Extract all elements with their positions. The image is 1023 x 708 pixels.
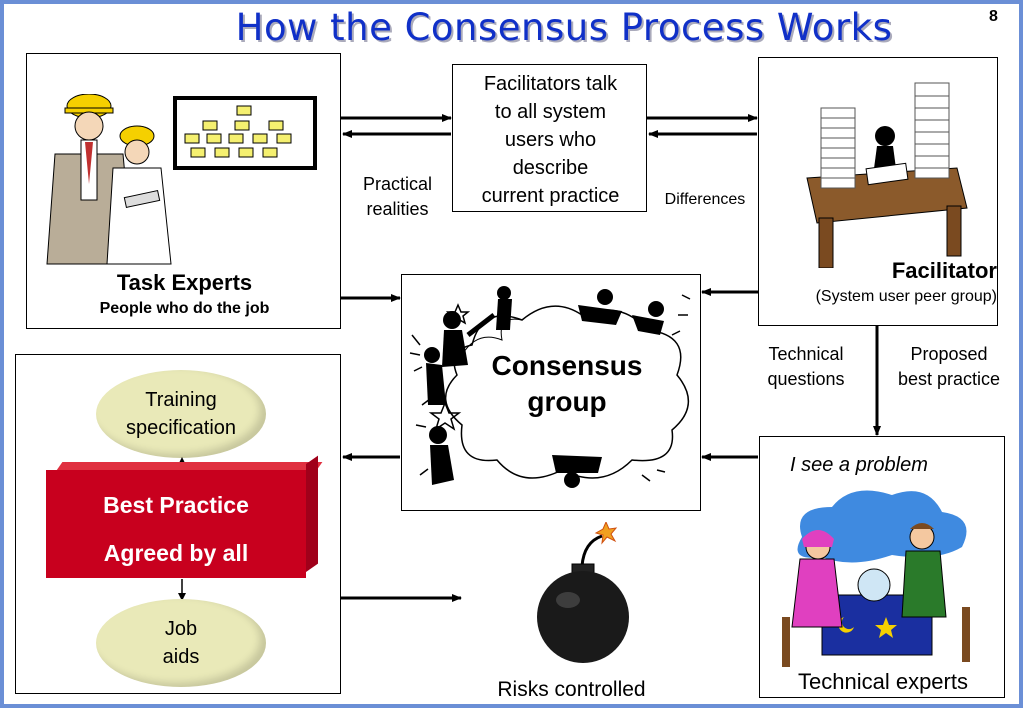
job-aids-line-1: Job	[164, 618, 198, 640]
facilitators-talk-line-4: describe	[512, 157, 589, 179]
consensus-group-line-2: group	[527, 386, 607, 417]
training-spec-line-1: Training	[145, 389, 217, 411]
page-number: 8	[989, 8, 998, 25]
consensus-group-box: Consensus group	[401, 274, 701, 511]
page-title: How the Consensus Process Works	[235, 6, 893, 49]
connector-arrows	[341, 114, 881, 602]
facilitator-box: Facilitator (System user peer group)	[758, 57, 998, 326]
technical-experts-box: I see a problem Technical experts	[759, 436, 1005, 698]
technical-experts-caption: Technical experts	[798, 669, 968, 694]
bomb-icon	[537, 522, 629, 663]
edge-label-practical-line-2: realities	[366, 199, 429, 219]
facilitators-talk-line-3: users who	[504, 129, 597, 151]
job-aids-line-2: aids	[162, 646, 200, 668]
facilitators-talk-line-5: current practice	[481, 185, 620, 207]
facilitators-talk-box: Facilitators talk to all system users wh…	[452, 64, 647, 212]
cartoon-figures-icon	[409, 286, 691, 488]
fortune-teller-icon	[782, 490, 970, 667]
task-experts-title: Task Experts	[116, 270, 253, 295]
org-chart-icon	[173, 96, 317, 170]
facilitator-subtitle: (System user peer group)	[815, 288, 997, 305]
best-practice-line-2: Agreed by all	[103, 540, 249, 566]
training-spec-line-2: specification	[125, 417, 237, 439]
job-aids-oval: Job aids	[96, 599, 266, 687]
edge-label-technical-questions-line-2: questions	[767, 369, 845, 389]
edge-label-differences: Differences	[664, 191, 746, 208]
training-spec-oval: Training specification	[96, 370, 266, 458]
facilitator-title: Facilitator	[891, 258, 997, 283]
consensus-group-line-1: Consensus	[491, 350, 643, 381]
task-experts-box: Task Experts People who do the job	[26, 53, 341, 329]
edge-label-practical-line-1: Practical	[362, 174, 433, 194]
edge-label-technical-questions-line-1: Technical	[768, 344, 844, 364]
outputs-box: Training specification Best Practice Agr…	[15, 354, 341, 694]
construction-workers-icon	[46, 94, 172, 265]
edge-label-proposed-line-1: Proposed	[910, 344, 988, 364]
edge-label-proposed-line-2: best practice	[897, 369, 1001, 389]
desk-with-papers-icon	[806, 82, 968, 268]
best-practice-block: Best Practice Agreed by all	[46, 455, 323, 578]
task-experts-subtitle: People who do the job	[99, 300, 270, 317]
facilitators-talk-line-2: to all system	[494, 101, 607, 123]
best-practice-line-1: Best Practice	[103, 492, 249, 518]
technical-experts-thought: I see a problem	[790, 454, 928, 476]
risks-caption: Risks controlled	[497, 678, 646, 701]
facilitators-talk-line-1: Facilitators talk	[483, 73, 618, 95]
